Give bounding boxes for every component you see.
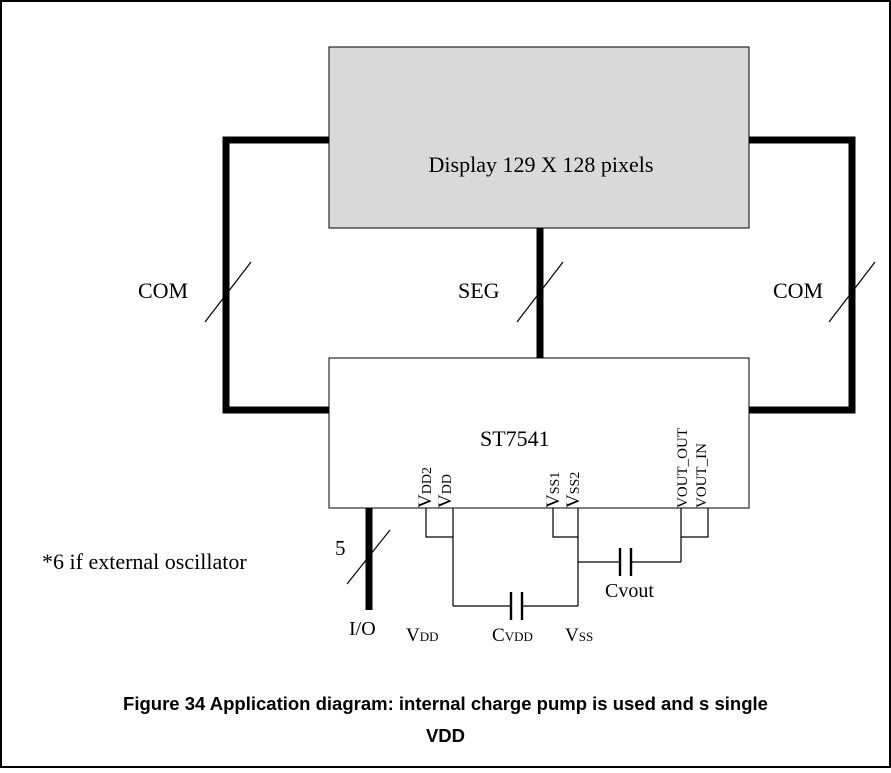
caption-line-1: Figure 34 Application diagram: internal … (123, 693, 768, 714)
com-left-label: COM (138, 278, 188, 303)
com-right-bus (749, 136, 856, 414)
display-label: Display 129 X 128 pixels (429, 152, 654, 177)
display-panel (328, 46, 750, 229)
io-bus-slash (346, 529, 391, 585)
seg-label: SEG (458, 278, 500, 303)
pin-vout-in-label: VOUT_IN (694, 443, 710, 508)
pin-vout-out-label: VOUT_OUT (675, 428, 691, 508)
caption-line-2: VDD (425, 725, 466, 746)
pin-vdd-label: VDD (435, 474, 456, 508)
vdd-rail-label: VDD (406, 625, 439, 646)
chip-label: ST7541 (480, 426, 550, 451)
pin-vss2-label: VSS2 (563, 472, 584, 508)
com-left-bus-slash (204, 261, 252, 323)
seg-bus-slash (516, 261, 564, 323)
io-count-label: 5 (335, 536, 346, 560)
vdd2-wire (425, 508, 453, 538)
pin-vss1-label: VSS1 (543, 472, 564, 508)
vss1-wire (552, 508, 578, 538)
com-right-bus-slash (828, 261, 876, 323)
vout-in-wire (681, 508, 709, 538)
io-label: I/O (349, 618, 376, 640)
figure-caption: Figure 34 Application diagram: internal … (8, 688, 883, 752)
com-left-bus (222, 136, 329, 414)
cvdd-label: CVDD (492, 625, 533, 646)
io-note-label: *6 if external oscillator (42, 549, 247, 574)
vss-rail-label: VSS (565, 625, 593, 646)
cvout-label: Cvout (605, 580, 654, 602)
com-right-label: COM (773, 278, 823, 303)
pin-vdd2-label: VDD2 (415, 467, 436, 508)
